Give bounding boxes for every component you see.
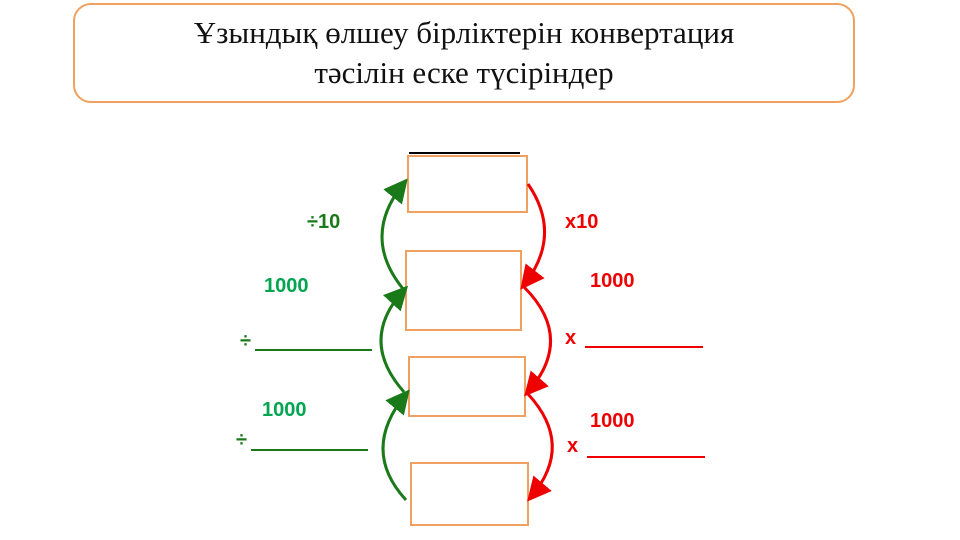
left-blank-1[interactable] — [255, 349, 372, 351]
left-divide-sign-1: ÷ — [240, 330, 251, 352]
unit-box-3[interactable] — [408, 356, 526, 417]
title-box: Ұзындық өлшеу бірліктерін конвертация тә… — [73, 3, 855, 103]
unit-box-4[interactable] — [410, 462, 529, 526]
right-times-sign-2: x — [567, 435, 579, 457]
top-divider — [409, 152, 520, 154]
unit-box-1[interactable] — [407, 155, 528, 213]
left-divide-sign-2: ÷ — [236, 429, 247, 451]
title-line-2: тәсілін еске түсіріндер — [314, 55, 614, 90]
green-arrow-1 — [380, 178, 408, 291]
title-line-1: Ұзындық өлшеу бірліктерін конвертация — [193, 15, 735, 50]
left-1000-label-1: 1000 — [264, 275, 309, 297]
green-arrow-2 — [379, 285, 409, 393]
right-blank-1[interactable] — [585, 346, 703, 348]
right-blank-2[interactable] — [587, 456, 705, 458]
unit-box-2[interactable] — [405, 250, 522, 331]
right-times-sign-1: x — [565, 327, 577, 349]
divide-10-label: ÷10 — [307, 211, 341, 233]
left-1000-label-2: 1000 — [262, 399, 307, 421]
left-blank-2[interactable] — [251, 449, 368, 451]
right-1000-label-1: 1000 — [590, 270, 635, 292]
red-arrow-1 — [520, 183, 547, 290]
times-10-label: x10 — [565, 211, 599, 233]
right-1000-label-2: 1000 — [590, 410, 635, 432]
red-arrow-2 — [522, 285, 552, 397]
red-arrow-3 — [526, 392, 554, 502]
green-arrow-3 — [381, 389, 410, 502]
